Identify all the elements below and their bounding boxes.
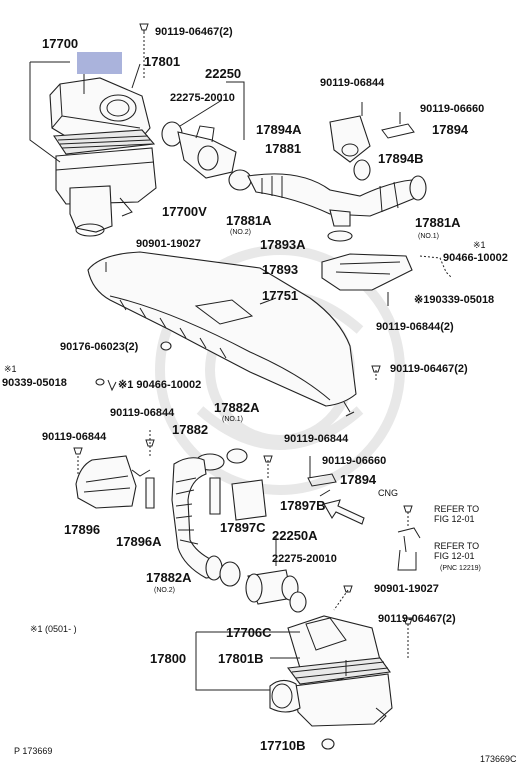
duct-17893 xyxy=(321,253,413,291)
intake-hose-17882 xyxy=(171,453,225,581)
label-17800: 17800 xyxy=(150,651,186,666)
label-90119-06467-mid: 90119-06467(2) xyxy=(390,363,468,375)
refer-to-2a: REFER TO xyxy=(434,541,479,551)
label-90119-06660-top: 90119-06660 xyxy=(420,103,484,115)
air-cleaner-lower xyxy=(269,615,393,727)
label-no2-mid: (NO.2) xyxy=(154,587,175,594)
label-17896a: 17896A xyxy=(116,534,162,549)
label-90339-05018-right: ※190339-05018 xyxy=(414,294,494,306)
label-17706c: 17706C xyxy=(226,625,272,640)
highlight-box xyxy=(77,52,122,74)
label-no2-top: (NO.2) xyxy=(230,229,251,236)
label-90119-06844-mid-b: 90119-06844 xyxy=(42,431,107,443)
label-90176-06023: 90176-06023(2) xyxy=(60,341,139,353)
label-90119-06844-2: 90119-06844(2) xyxy=(376,321,454,333)
bracket-17894a xyxy=(329,115,371,163)
label-17893: 17893 xyxy=(262,262,298,277)
label-22275-20010-top: 22275-20010 xyxy=(170,92,235,104)
refer-to-1a: REFER TO xyxy=(434,504,479,514)
label-17882a-no1: 17882A xyxy=(214,400,260,415)
label-22275-20010-mid: 22275-20010 xyxy=(272,553,337,565)
label-22250: 22250 xyxy=(205,66,241,81)
label-17897b: 17897B xyxy=(280,498,326,513)
label-90119-06660-mid: 90119-06660 xyxy=(322,455,386,467)
label-17894-top: 17894 xyxy=(432,122,469,137)
label-no1-mid: (NO.1) xyxy=(222,416,243,423)
label-90119-06467-top: 90119-06467(2) xyxy=(155,26,233,38)
label-17894b: 17894B xyxy=(378,151,424,166)
label-17894a: 17894A xyxy=(256,122,302,137)
label-17896: 17896 xyxy=(64,522,100,537)
label-17751: 17751 xyxy=(262,288,298,303)
label-pnc: (PNC 12219) xyxy=(440,565,481,572)
label-17881a-no1: 17881A xyxy=(415,215,461,230)
direction-arrow xyxy=(323,499,365,525)
cng-label: CNG xyxy=(378,488,398,498)
label-90119-06467-low: 90119-06467(2) xyxy=(378,613,456,625)
duct-17896 xyxy=(75,455,137,509)
refer-to-2b: FIG 12-01 xyxy=(434,551,475,561)
label-22250a: 22250A xyxy=(272,528,318,543)
label-17700: 17700 xyxy=(42,36,78,51)
pad-17897b xyxy=(231,479,267,521)
label-17700v: 17700V xyxy=(162,204,207,219)
label-90901-19027-mid: 90901-19027 xyxy=(374,583,439,595)
label-90339-05018-left: 90339-05018 xyxy=(2,377,67,389)
label-90119-06844-mid-c: 90119-06844 xyxy=(284,433,349,445)
refer-to-1b: FIG 12-01 xyxy=(434,514,475,524)
label-90466-10002-top: 90466-10002 xyxy=(443,252,508,264)
airflow-meter-top xyxy=(161,121,237,179)
page-ref: P 173669 xyxy=(14,746,52,756)
label-17897c: 17897C xyxy=(220,520,266,535)
ref-mark-1: ※1 xyxy=(473,240,486,250)
label-17801: 17801 xyxy=(144,54,180,69)
air-cleaner-upper xyxy=(49,77,157,237)
label-17881: 17881 xyxy=(265,141,301,156)
label-17881a-no2: 17881A xyxy=(226,213,272,228)
resonator-cover-17751 xyxy=(87,251,357,417)
label-17893a: 17893A xyxy=(260,237,306,252)
ref-mark-2: ※1 xyxy=(4,364,17,374)
label-90901-19027-top: 90901-19027 xyxy=(136,238,201,250)
label-no1-top: (NO.1) xyxy=(418,233,439,240)
label-17882: 17882 xyxy=(172,422,208,437)
label-17801b: 17801B xyxy=(218,651,264,666)
label-17894-mid: 17894 xyxy=(340,472,377,487)
intake-hose-top xyxy=(228,169,427,227)
label-90119-06844-top: 90119-06844 xyxy=(320,77,385,89)
label-90466-10002-mid: ※1 90466-10002 xyxy=(118,379,201,391)
footnote: ※1 (0501- ) xyxy=(30,624,77,634)
label-17882a-no2: 17882A xyxy=(146,570,192,585)
corner-code: 173669C xyxy=(480,754,517,764)
label-17710b: 17710B xyxy=(260,738,306,753)
label-90119-06844-mid-a: 90119-06844 xyxy=(110,407,175,419)
